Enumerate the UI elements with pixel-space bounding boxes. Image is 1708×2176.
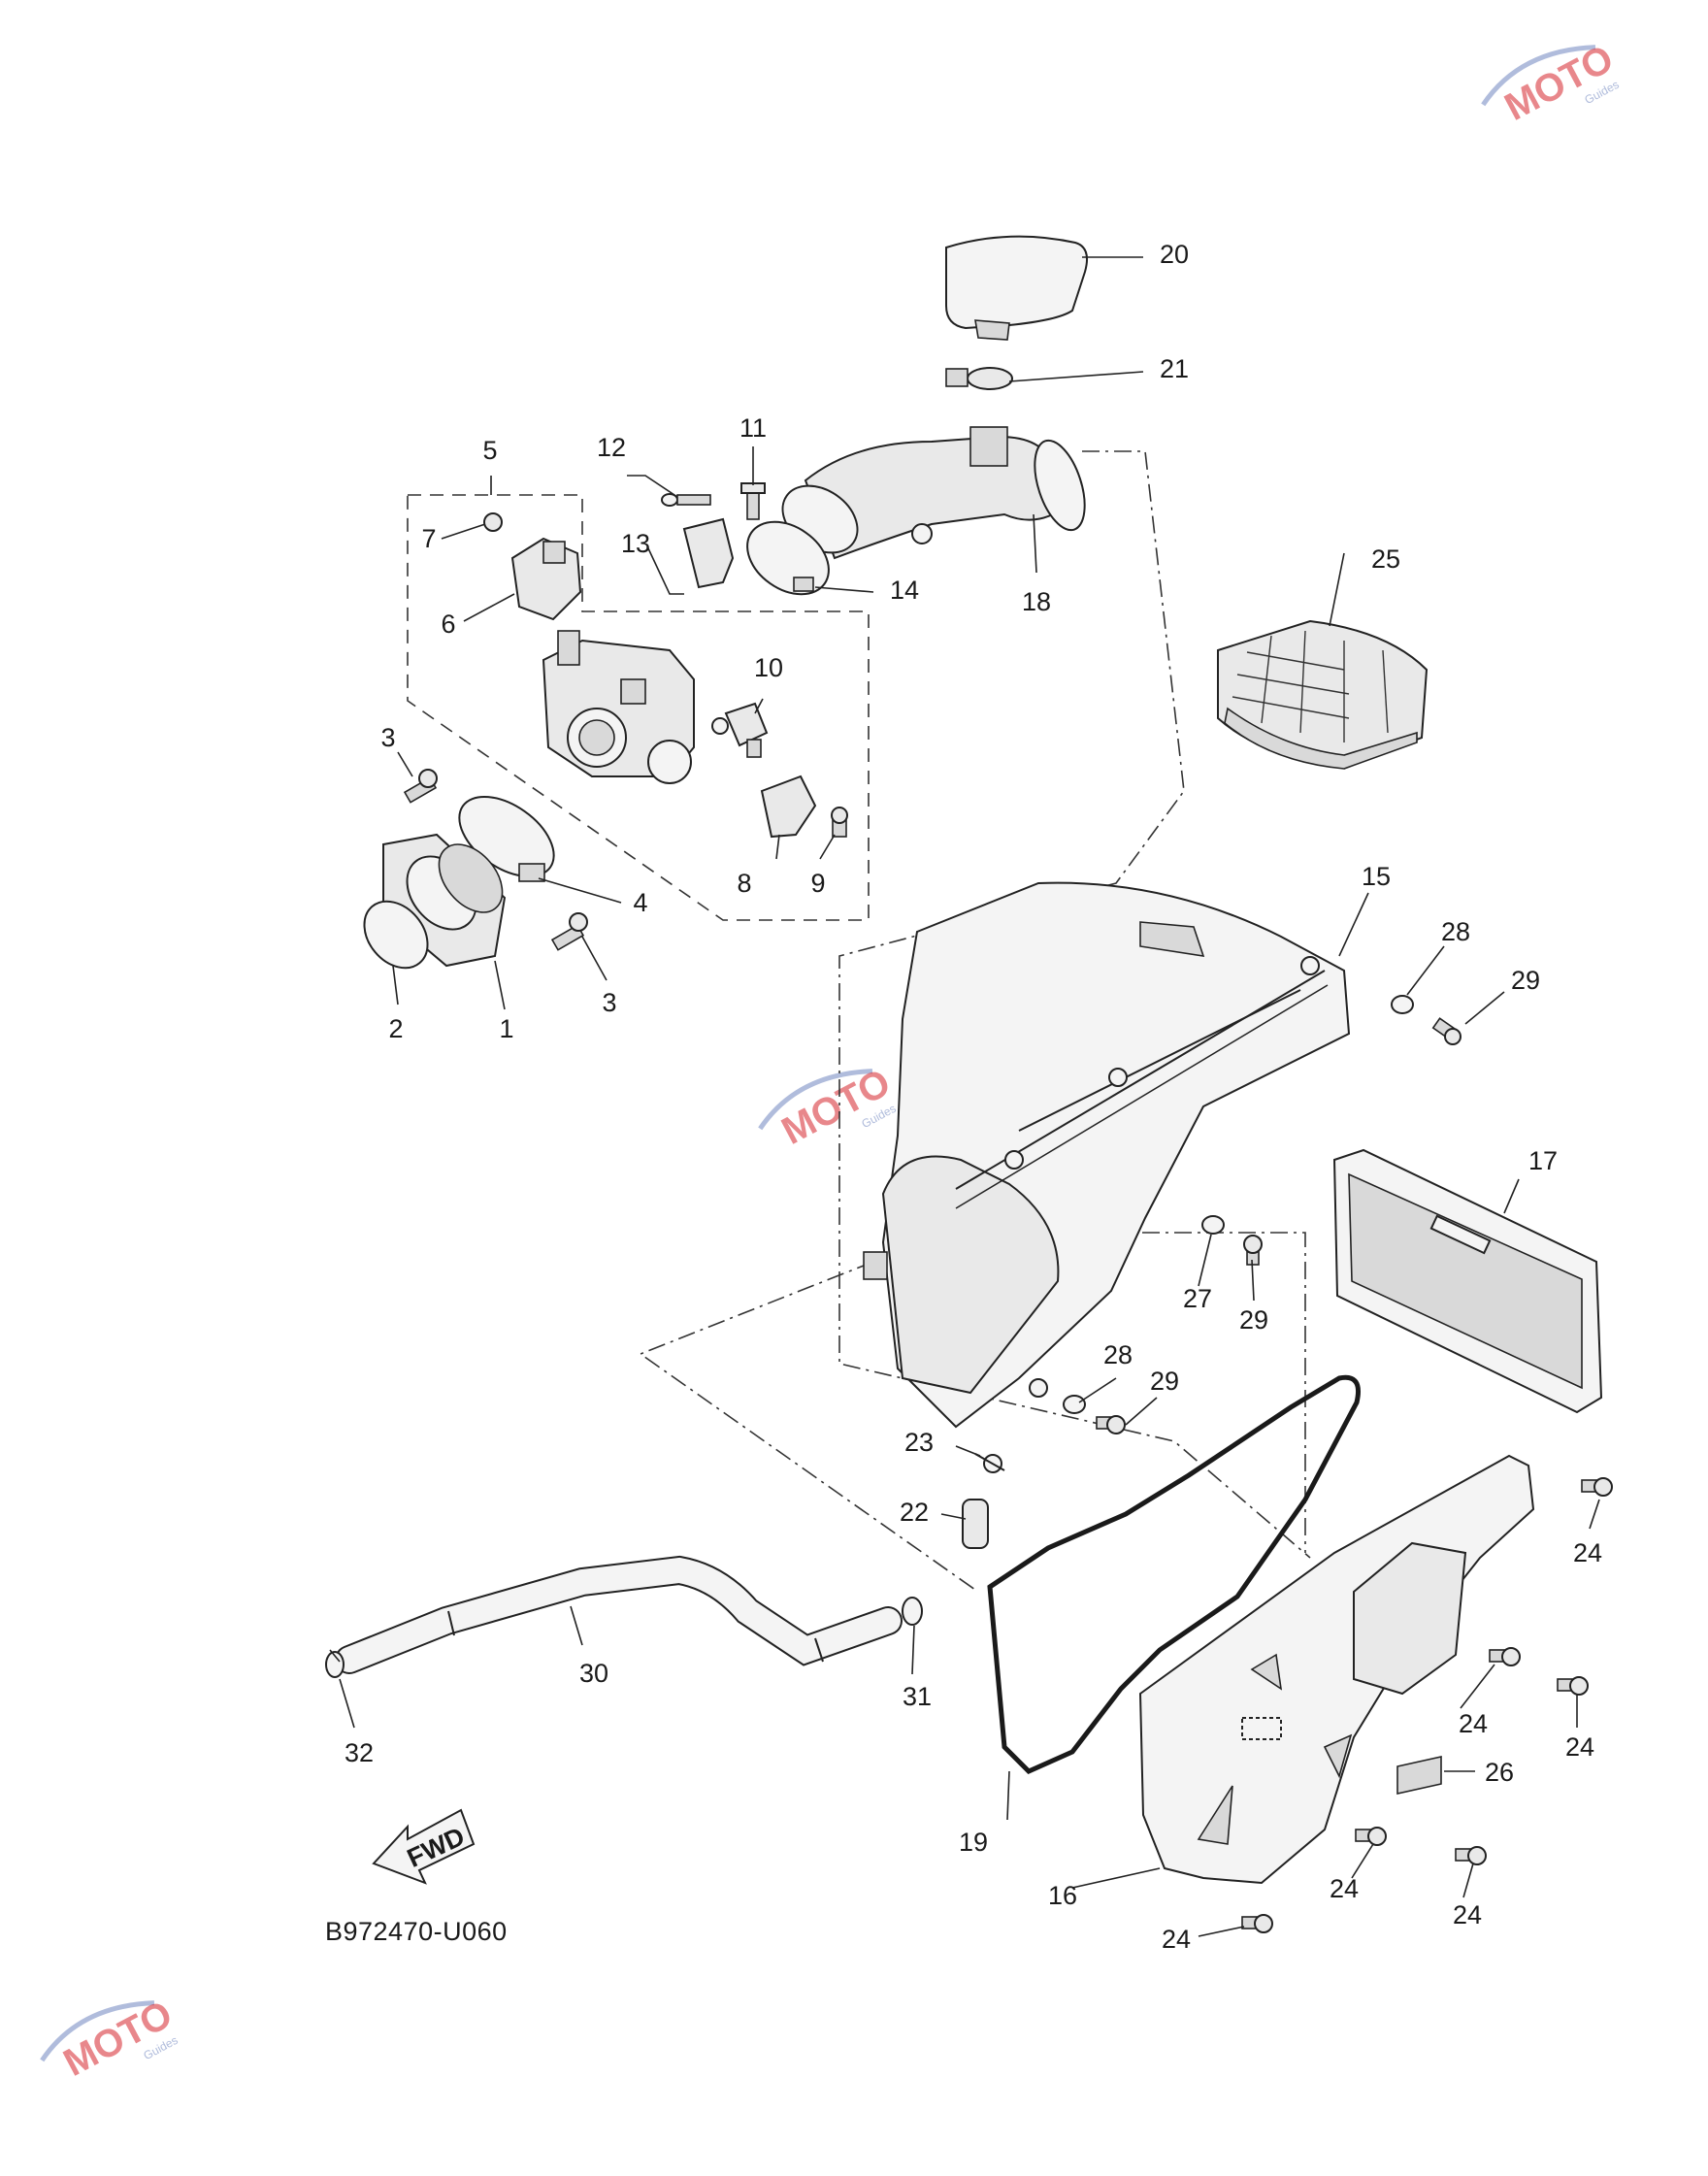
callout-11: 11 xyxy=(739,413,767,443)
part-25-air-filter-element xyxy=(1217,619,1429,770)
part-6-throttle-position-sensor xyxy=(510,537,582,621)
part-7-screw xyxy=(483,512,503,532)
callout-29-middle: 29 xyxy=(1239,1305,1268,1335)
throttle-body-assembly xyxy=(542,630,695,784)
callout-6: 6 xyxy=(441,610,455,639)
part-24-screw-e xyxy=(1455,1846,1487,1865)
callout-3-upper: 3 xyxy=(380,723,395,752)
callout-32: 32 xyxy=(345,1738,374,1767)
callout-31: 31 xyxy=(903,1682,932,1711)
part-32-hose-clip xyxy=(325,1651,345,1678)
assembly-line-hose xyxy=(639,1261,976,1591)
part-31-hose-clip xyxy=(902,1597,923,1626)
part-29-screw-lower xyxy=(1096,1415,1126,1434)
part-28-washer-upper xyxy=(1391,995,1414,1014)
part-9-screw xyxy=(831,807,848,838)
part-2-o-ring xyxy=(363,900,429,970)
part-28-washer-lower xyxy=(1063,1395,1086,1414)
watermark-logo-bottom-left: MOTO Guides xyxy=(40,1993,181,2085)
part-26-caution-label xyxy=(1396,1756,1442,1795)
callout-2: 2 xyxy=(388,1014,403,1043)
part-8-bracket xyxy=(760,775,817,839)
callout-18: 18 xyxy=(1022,587,1051,616)
callout-27: 27 xyxy=(1183,1284,1212,1313)
callout-10: 10 xyxy=(754,653,783,682)
part-24-screw-f xyxy=(1241,1914,1273,1933)
callout-24-f: 24 xyxy=(1162,1925,1191,1954)
callout-1: 1 xyxy=(499,1014,513,1043)
part-13-intake-temp-sensor xyxy=(682,517,735,589)
callout-28-upper: 28 xyxy=(1441,917,1470,946)
part-15-air-filter-case-upper xyxy=(863,881,1351,1429)
callout-22: 22 xyxy=(900,1498,929,1527)
throttle-body-group-outline xyxy=(407,494,870,921)
part-10-idle-sensor xyxy=(711,702,769,758)
part-29-screw-middle xyxy=(1243,1235,1263,1266)
part-14-duct-clamp xyxy=(746,520,830,596)
part-16-air-filter-case-lower xyxy=(1138,1454,1535,1885)
callout-20: 20 xyxy=(1160,240,1189,269)
leader-lines xyxy=(329,256,1600,1937)
part-24-screw-c xyxy=(1557,1676,1589,1696)
part-3-bolt-lower xyxy=(550,912,588,951)
callout-25: 25 xyxy=(1371,544,1400,574)
part-29-screw-upper xyxy=(1431,1017,1462,1045)
callout-24-e: 24 xyxy=(1453,1900,1482,1929)
part-23-hose-clip xyxy=(974,1453,1005,1473)
part-20-intake-duct-cap xyxy=(945,235,1088,341)
watermark-logo-middle: MOTO Guides xyxy=(758,1061,899,1153)
callout-13: 13 xyxy=(621,529,650,558)
callout-29-lower: 29 xyxy=(1150,1367,1179,1396)
diagram-reference-code: B972470-U060 xyxy=(325,1917,508,1946)
part-11-screw xyxy=(740,482,766,520)
part-24-screw-a xyxy=(1581,1477,1613,1497)
callout-19: 19 xyxy=(959,1828,988,1857)
callout-8: 8 xyxy=(737,869,751,898)
callout-3-lower: 3 xyxy=(602,988,616,1017)
part-3-bolt-upper xyxy=(403,769,438,804)
part-24-screw-d xyxy=(1355,1827,1387,1846)
callout-16: 16 xyxy=(1048,1881,1077,1910)
assembly-line-intake xyxy=(838,450,1311,1559)
part-27-washer xyxy=(1201,1215,1225,1235)
part-12-sensor-o-ring xyxy=(661,493,711,507)
callout-24-c: 24 xyxy=(1565,1732,1594,1762)
part-21-hose-clamp xyxy=(945,367,1013,390)
callout-29-upper: 29 xyxy=(1511,966,1540,995)
part-17-air-filter xyxy=(1332,1148,1603,1414)
callout-15: 15 xyxy=(1362,862,1391,891)
callout-24-a: 24 xyxy=(1573,1538,1602,1567)
watermark-logo-top-right: MOTO Guides xyxy=(1481,37,1622,129)
callout-24-b: 24 xyxy=(1459,1709,1488,1738)
callout-14: 14 xyxy=(890,576,919,605)
callout-7: 7 xyxy=(421,524,436,553)
callout-28-lower: 28 xyxy=(1103,1340,1133,1369)
forward-direction-arrow: FWD xyxy=(372,1808,476,1885)
callout-12: 12 xyxy=(597,433,626,462)
part-30-breather-hose xyxy=(335,1555,903,1674)
callout-4: 4 xyxy=(633,888,647,917)
part-19-case-gasket xyxy=(987,1374,1361,1774)
callout-17: 17 xyxy=(1528,1146,1558,1175)
part-24-screw-b xyxy=(1489,1647,1521,1666)
callout-21: 21 xyxy=(1160,354,1189,383)
callout-5: 5 xyxy=(482,436,497,465)
callout-26: 26 xyxy=(1485,1758,1514,1787)
callout-24-d: 24 xyxy=(1330,1874,1359,1903)
callout-23: 23 xyxy=(904,1428,934,1457)
part-22-drain-plug xyxy=(962,1499,989,1549)
callout-9: 9 xyxy=(810,869,825,898)
callout-30: 30 xyxy=(579,1659,608,1688)
